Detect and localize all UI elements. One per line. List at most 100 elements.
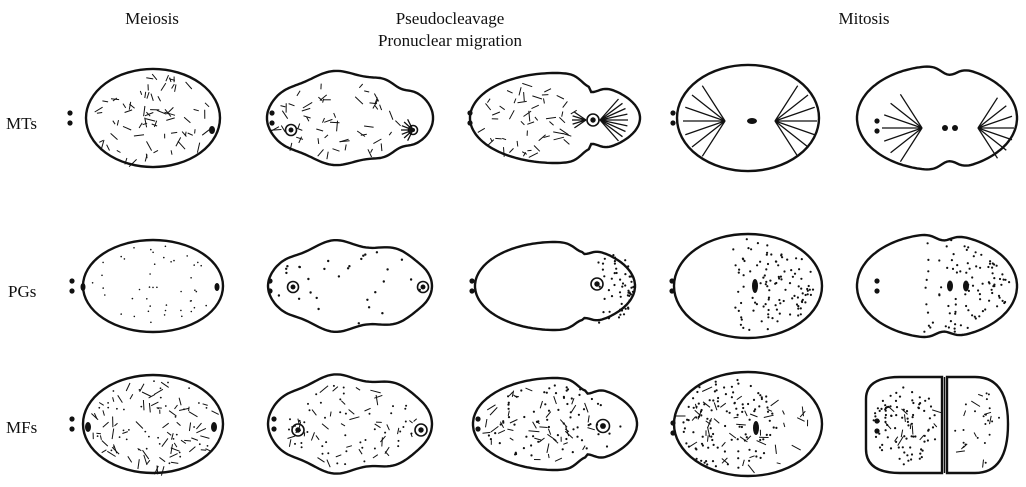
granule-dot [766,406,768,408]
granule-dot [715,465,717,467]
granule-dot [748,449,750,451]
microtubule-strand [888,407,894,412]
granule-dot [537,420,539,422]
microtubule-strand [179,398,181,405]
microtubule-strand [142,392,151,397]
microtubule-strand [288,436,296,439]
mts-pronuclear-migration-embryo [467,73,640,163]
granule-dot [766,434,768,436]
granule-dot [890,415,892,417]
embryo-outline [268,374,432,473]
microtubule-strand [381,143,382,151]
granule-dot [987,420,989,422]
granule-dot [695,447,697,449]
granule-dot [989,407,991,409]
microtubule-strand [327,152,328,160]
embryo-outline [86,69,220,167]
granule-dot [993,284,995,286]
granule-dot [554,384,556,386]
microtubule-strand [171,444,173,454]
microtubule-strand [163,423,169,428]
granule-dot [181,316,183,318]
granule-dot [959,270,961,272]
granule-dot [602,263,604,265]
granule-dot [917,407,919,409]
granule-dot [344,434,346,436]
granule-dot [597,403,599,405]
granule-dot [97,435,99,437]
granule-dot [726,410,728,412]
granule-dot [874,412,876,414]
microtubule-strand [526,388,533,391]
granule-dot [193,264,195,266]
granule-dot [898,446,900,448]
granule-dot [980,254,982,256]
granule-dot [333,385,335,387]
granule-dot [374,428,376,430]
microtubule-strand [316,129,323,131]
granule-dot [927,439,929,441]
granule-dot [548,387,550,389]
microtubule-strand [184,117,190,123]
granule-dot [769,280,771,282]
aster-ray [884,115,922,128]
microtubule-strand [517,141,518,147]
granule-dot [173,260,175,262]
polar-body [269,120,274,125]
microtubule-strand [171,150,172,154]
microtubule-strand [547,444,549,453]
polar-body [670,430,675,435]
granule-dot [749,270,751,272]
granule-dot [322,453,324,455]
granule-dot [683,431,685,433]
microtubule-strand [571,405,575,412]
paternal-chromatin [85,422,91,432]
granule-dot [703,403,705,405]
granule-dot [193,426,195,428]
granule-dot [924,400,926,402]
microtubule-strand [175,85,176,92]
granule-dot [146,298,148,300]
microtubule-strand [535,117,538,120]
granule-dot [606,445,608,447]
granule-dot [134,316,136,318]
granule-dot [731,386,733,388]
embryo-outline [473,378,637,470]
granule-dot [572,428,574,430]
microtubule-strand [281,106,286,107]
granule-dot [894,427,896,429]
granule-dot [327,452,329,454]
granule-dot [731,396,733,398]
granule-dot [157,437,159,439]
microtubule-strand [374,395,382,398]
microtubule-strand [189,412,198,417]
aster-ray [775,121,808,147]
granule-dot [338,275,340,277]
granule-dot [620,296,622,298]
granule-dot [927,312,929,314]
microtubule-strand [289,104,295,106]
granule-dot [706,463,708,465]
granule-dot [397,445,399,447]
microtubule-strand [117,150,121,152]
granule-dot [307,278,309,280]
granule-dot [619,309,621,311]
microtubule-strand [492,112,500,115]
granule-dot [702,436,704,438]
microtubule-strand [380,436,385,442]
granule-dot [392,405,394,407]
granule-dot [993,277,995,279]
granule-dot [906,454,908,456]
microtubule-strand [166,75,169,81]
granule-dot [750,248,752,250]
granule-dot [628,299,630,301]
microtubule-strand [202,130,209,136]
granule-dot [196,291,198,293]
microtubule-strand [722,442,726,446]
microtubule-strand [507,91,512,94]
granule-dot [566,386,568,388]
microtubule-strand [368,149,372,157]
granule-dot [128,429,130,431]
microtubule-strand [708,435,709,441]
granule-dot [984,442,986,444]
